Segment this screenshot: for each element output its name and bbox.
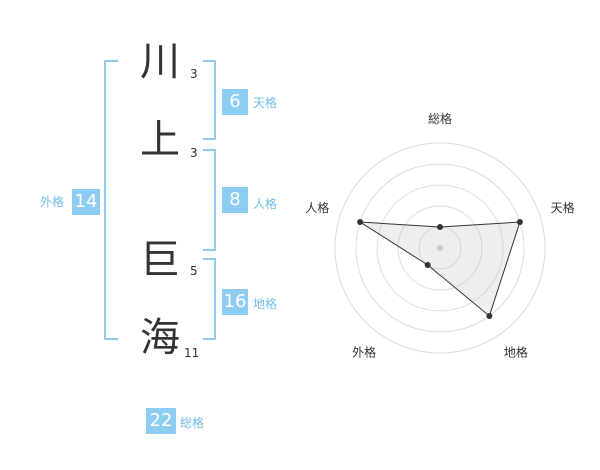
- radar-point-3: [486, 312, 493, 319]
- jinkaku-label: 人格: [253, 197, 278, 211]
- radar-center-dot: [437, 245, 443, 251]
- radar-point-2: [516, 219, 523, 226]
- chikaku-label: 地格: [253, 297, 278, 311]
- soukaku-label: 総格: [180, 416, 205, 430]
- tenkaku-label: 天格: [253, 96, 278, 110]
- radar-point-4: [424, 261, 431, 268]
- name-char-3: 巨: [140, 237, 180, 283]
- radar-ring: [397, 205, 483, 291]
- jinkaku-value: 8: [222, 187, 248, 213]
- radar-axis-label-5: 人格: [305, 200, 329, 215]
- radar-polygon: [359, 221, 521, 317]
- stroke-count-2: 3: [190, 146, 198, 160]
- radar-axis-label-2: 天格: [551, 200, 575, 215]
- radar-axis-label-3: 地格: [504, 344, 528, 359]
- stroke-count-1: 3: [190, 67, 198, 81]
- chikaku-bracket: [203, 258, 216, 340]
- name-char-4: 海: [140, 315, 180, 361]
- radar-axis-label-1: 総格: [428, 111, 452, 126]
- name-char-1: 川: [140, 39, 180, 85]
- soukaku-value: 22: [146, 408, 176, 434]
- tenkaku-value: 6: [222, 89, 248, 115]
- chikaku-value: 16: [222, 289, 248, 315]
- radar-ring: [355, 163, 525, 333]
- radar-axis-label-4: 外格: [352, 344, 376, 359]
- stroke-count-3: 5: [190, 264, 198, 278]
- radar-point-1: [437, 224, 443, 230]
- jinkaku-bracket: [203, 149, 216, 251]
- radar-point-5: [357, 219, 364, 226]
- gaikaku-value: 14: [72, 189, 100, 215]
- stroke-count-4: 11: [184, 346, 200, 360]
- tenkaku-bracket: [203, 60, 216, 140]
- gaikaku-bracket: [104, 60, 118, 340]
- name-char-2: 上: [140, 117, 180, 163]
- radar-ring: [376, 184, 504, 312]
- gaikaku-label: 外格: [40, 195, 65, 209]
